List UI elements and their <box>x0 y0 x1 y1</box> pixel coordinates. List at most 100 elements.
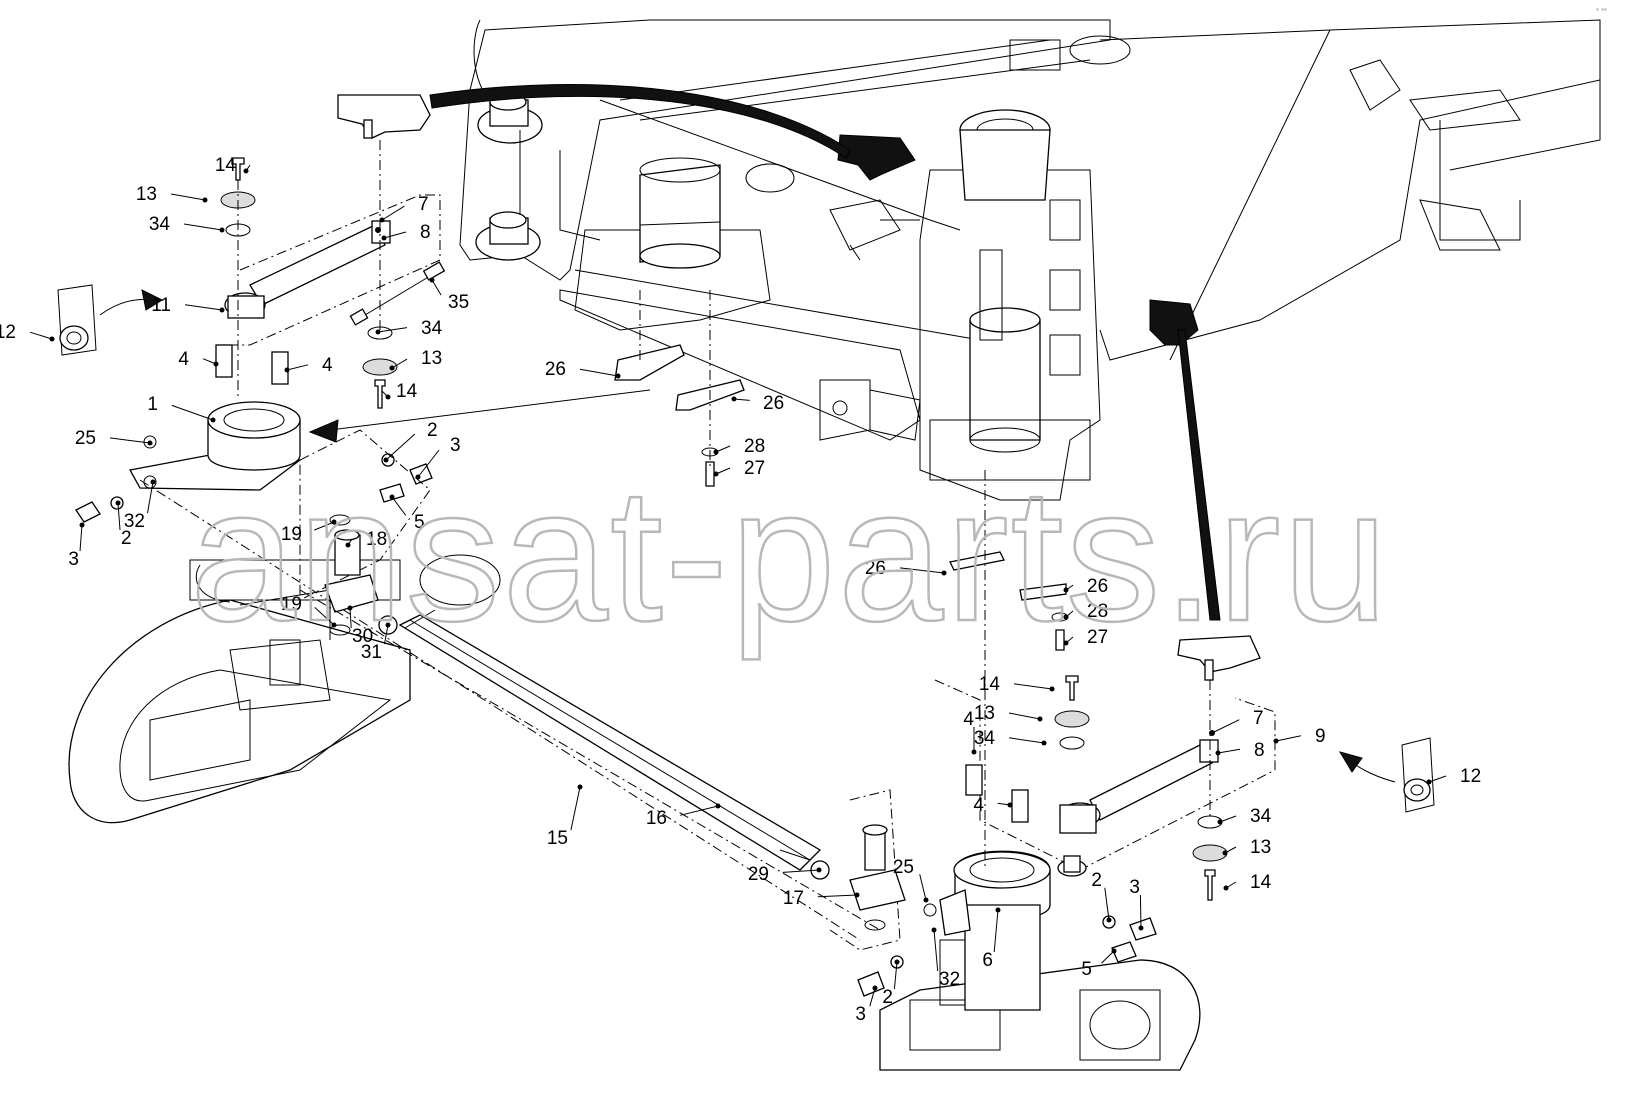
callout-leader <box>1428 775 1447 783</box>
callout-dot <box>816 867 822 873</box>
callout-dot <box>872 985 878 991</box>
callout-label: 13 <box>974 703 995 724</box>
callout-dot <box>243 168 249 174</box>
callout-dot <box>1209 730 1215 736</box>
callout-label: 5 <box>414 512 425 533</box>
callout-dot <box>345 542 351 548</box>
callout-label: 30 <box>352 626 373 647</box>
callout-leader <box>147 481 154 514</box>
callout-label: 3 <box>450 435 461 456</box>
callout-dot <box>284 367 290 373</box>
callout-dot <box>115 500 121 506</box>
center-plates-and-bolts <box>614 290 745 487</box>
callout-leader <box>431 279 442 296</box>
callout-label: 7 <box>1253 708 1264 729</box>
callout-dot <box>931 927 937 933</box>
callout-leader <box>184 304 223 311</box>
callout-label: 34 <box>421 318 443 339</box>
callout-label: 2 <box>121 528 132 549</box>
callout-leader <box>381 205 405 221</box>
callout-leader <box>715 445 731 453</box>
callout-label: 5 <box>1081 959 1092 980</box>
callout-dot <box>385 622 391 628</box>
callout-label: 26 <box>865 558 886 579</box>
callout-dot <box>375 329 381 335</box>
callout-leader <box>579 368 619 377</box>
callout-dot <box>385 394 391 400</box>
callout-dot <box>713 471 719 477</box>
callout-leader <box>1104 887 1110 921</box>
callout-dot <box>147 440 153 446</box>
callout-dot <box>971 749 977 755</box>
callout-label: 12 <box>0 322 16 343</box>
detail-thumbnail-right <box>1401 737 1435 813</box>
callout-label: 12 <box>1460 766 1481 787</box>
upper-left-cylinder-assembly <box>215 94 446 409</box>
callout-dot <box>615 373 621 379</box>
callout-label: 13 <box>421 348 442 369</box>
callout-dot <box>1049 686 1055 692</box>
callout-dot <box>1111 948 1117 954</box>
corner-mark: ▪ ▪▪ <box>1596 5 1607 14</box>
callout-leader <box>1008 737 1045 744</box>
callout-leader <box>109 437 151 444</box>
callout-label: 27 <box>744 458 765 479</box>
direction-arrows <box>99 289 1396 783</box>
callout-label: 26 <box>1087 576 1108 597</box>
mounting-location-highlights <box>429 83 1221 621</box>
callout-label: 2 <box>427 420 438 441</box>
callout-leader <box>385 433 416 461</box>
callout-dot <box>331 519 337 525</box>
callout-label: 4 <box>322 355 333 376</box>
callout-label: 14 <box>215 155 237 176</box>
watermark-text: ansat-parts.ru <box>190 449 1390 661</box>
callout-dot <box>79 522 85 528</box>
callout-leader <box>782 869 820 873</box>
callout-leader <box>183 223 223 231</box>
callout-dot <box>577 784 583 790</box>
callout-leader <box>384 624 389 645</box>
callout-label: 13 <box>136 184 157 205</box>
callout-label: 8 <box>1254 740 1265 761</box>
callout-label: 16 <box>646 808 667 829</box>
callout-label: 6 <box>982 950 993 971</box>
callout-dot <box>331 622 337 628</box>
callout-leader <box>79 524 83 552</box>
callout-label: 26 <box>763 393 784 414</box>
callout-dot <box>1063 587 1069 593</box>
callout-dot <box>429 277 435 283</box>
callout-leader <box>29 331 53 340</box>
lower-right-cylinder-assembly <box>934 635 1276 901</box>
callout-leader <box>1008 712 1041 720</box>
callout-leader <box>377 327 408 333</box>
callout-leader <box>314 521 335 531</box>
callout-dot <box>415 474 421 480</box>
callout-leader <box>715 467 731 475</box>
callout-label: 14 <box>1250 872 1272 893</box>
callout-label: 14 <box>979 674 1001 695</box>
callout-dot <box>210 417 216 423</box>
callout-leader <box>1217 748 1241 754</box>
callout-dot <box>389 365 395 371</box>
callout-leader <box>893 961 898 990</box>
callout-leader <box>1013 683 1053 690</box>
callout-leader <box>680 805 719 816</box>
left-pivot-ring-assembly <box>75 401 861 941</box>
callout-leader <box>899 567 945 574</box>
callout-leader <box>391 358 408 369</box>
callout-leader <box>993 909 999 953</box>
callout-label: 2 <box>1091 870 1102 891</box>
callout-label: 32 <box>939 969 960 990</box>
callout-dot <box>1041 740 1047 746</box>
callout-label: 4 <box>178 349 189 370</box>
callout-label: 31 <box>361 642 382 663</box>
callout-dot <box>731 396 737 402</box>
callout-label: 19 <box>281 524 302 545</box>
right-pivot-assembly <box>857 470 1157 1011</box>
callout-label: 7 <box>418 194 429 215</box>
callout-leader <box>349 607 352 629</box>
callout-dot <box>941 570 947 576</box>
callout-dot <box>150 479 156 485</box>
callout-dot <box>49 336 55 342</box>
